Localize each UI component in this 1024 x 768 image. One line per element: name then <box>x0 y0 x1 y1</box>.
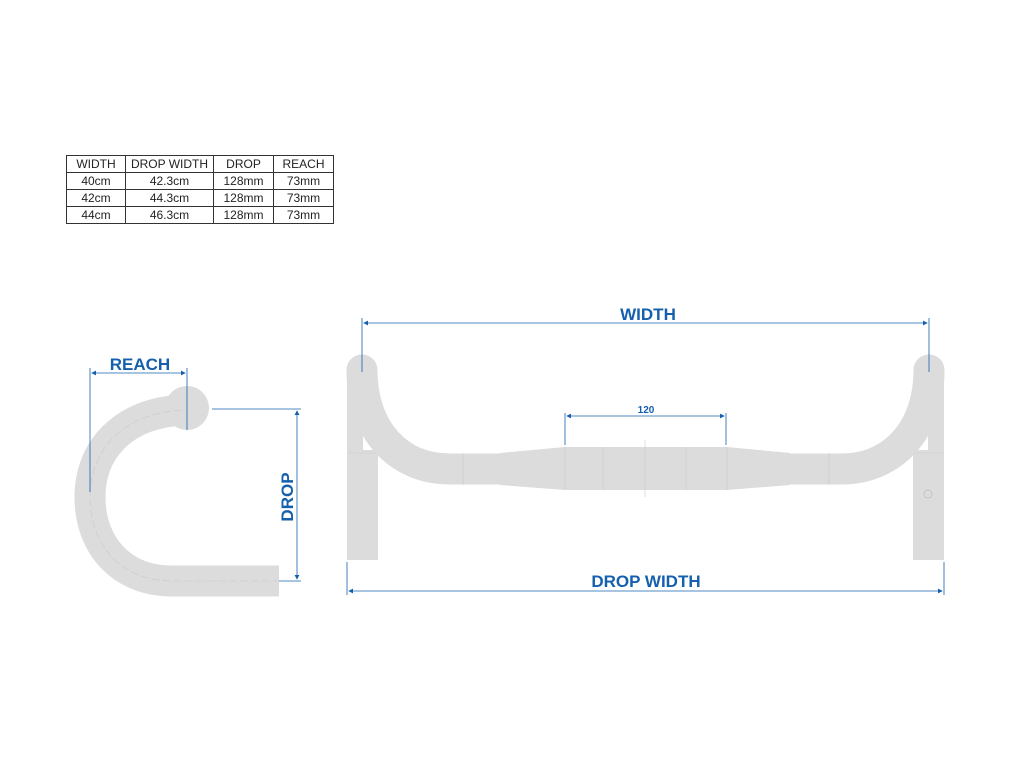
side-tube <box>74 394 279 597</box>
left-drop-tube <box>346 369 520 485</box>
size-spec-table: WIDTH DROP WIDTH DROP REACH 40cm 42.3cm … <box>66 155 334 224</box>
clamp-width-label: 120 <box>638 405 655 416</box>
drop-width-label: DROP WIDTH <box>591 572 700 591</box>
cell: 44.3cm <box>125 189 214 207</box>
table-row: 44cm 46.3cm 128mm 73mm <box>66 206 334 224</box>
cell: 46.3cm <box>125 206 214 224</box>
cell: 73mm <box>273 206 334 224</box>
table-row: 42cm 44.3cm 128mm 73mm <box>66 189 334 207</box>
cell: 44cm <box>66 206 126 224</box>
front-view: WIDTH 120 DROP WIDTH <box>346 305 945 595</box>
reach-label: REACH <box>110 355 170 374</box>
cell: 40cm <box>66 172 126 190</box>
drop-label: DROP <box>278 472 297 521</box>
table-header-row: WIDTH DROP WIDTH DROP REACH <box>66 155 334 173</box>
width-label: WIDTH <box>620 305 676 324</box>
right-drop-tube <box>771 369 945 485</box>
cell: 128mm <box>213 206 274 224</box>
side-view: REACH DROP <box>74 355 301 597</box>
